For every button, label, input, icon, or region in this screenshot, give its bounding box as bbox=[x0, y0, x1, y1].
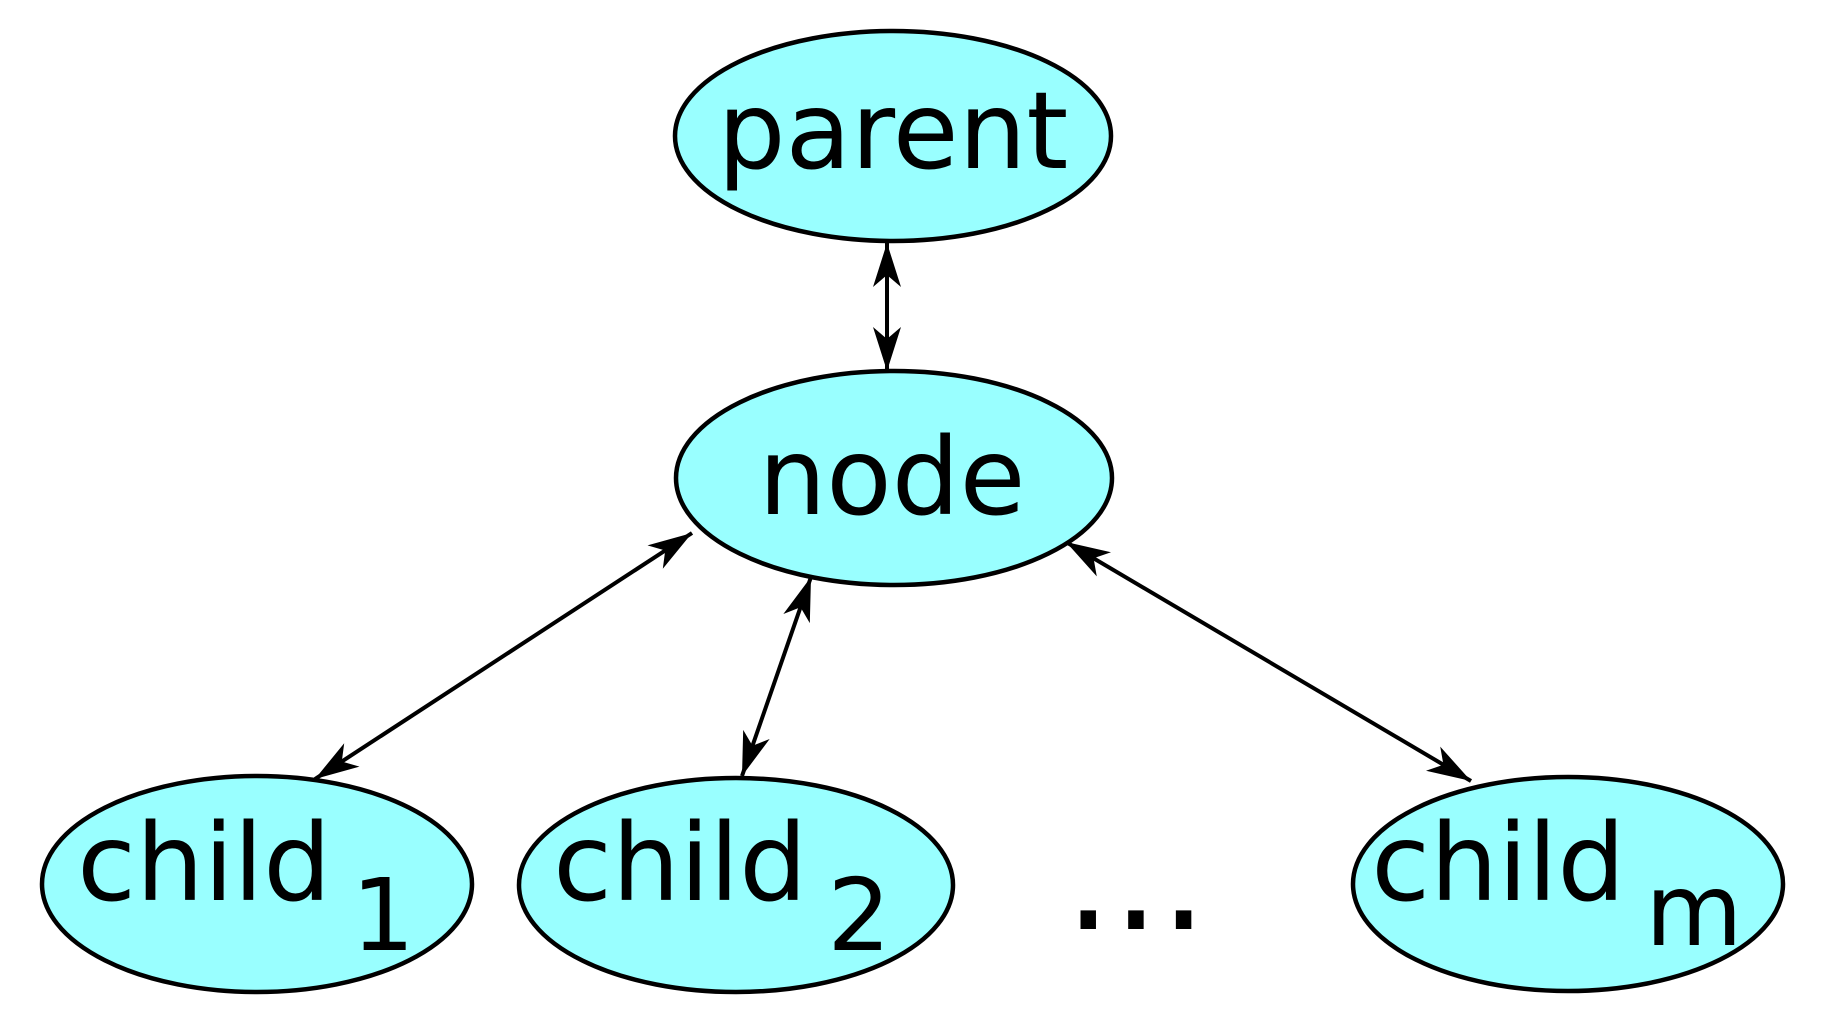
node-ellipse-child1 bbox=[39, 773, 475, 995]
childm-label-text: child bbox=[1371, 802, 1625, 926]
child2-subscript: 2 bbox=[827, 857, 891, 974]
ellipsis-label: ... bbox=[1064, 791, 1207, 965]
node-label-parent: parent bbox=[718, 70, 1069, 194]
child1-label-text: child bbox=[77, 802, 331, 926]
node-ellipse-childm bbox=[1350, 774, 1786, 994]
childm-subscript: m bbox=[1645, 852, 1742, 969]
edge-node-childm bbox=[1064, 540, 1473, 783]
child1-subscript: 1 bbox=[351, 857, 415, 974]
node-label-node: node bbox=[758, 416, 1025, 540]
edge-node-child2 bbox=[740, 576, 813, 777]
node-ellipse-node bbox=[673, 368, 1115, 588]
node-ellipse-parent bbox=[672, 28, 1114, 244]
edge-node-child1 bbox=[313, 531, 694, 781]
node-ellipse-child2 bbox=[516, 775, 956, 995]
child2-label-text: child bbox=[553, 802, 807, 926]
